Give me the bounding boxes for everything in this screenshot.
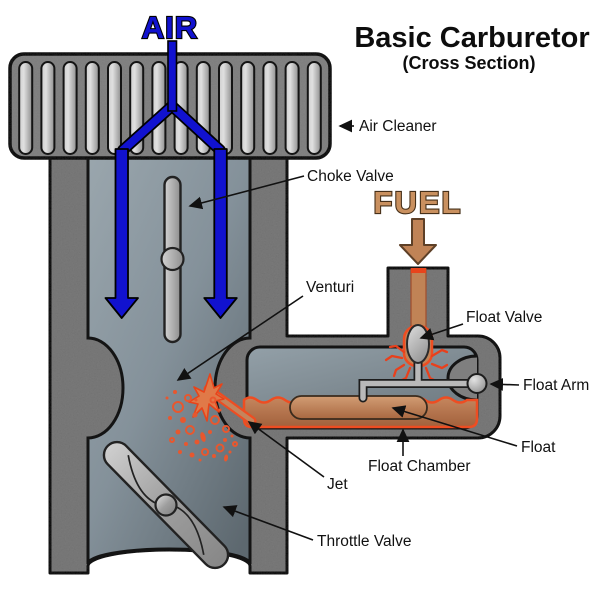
fuel-splash [188,373,225,422]
fuel-spray-droplets [165,390,238,462]
page-title: Basic Carburetor [354,22,589,54]
float-valve-label: Float Valve [466,309,542,326]
throttle-valve-leader [222,505,314,541]
page-subtitle: (Cross Section) [402,53,535,73]
callout-leaders [176,119,520,541]
jet-leader [247,421,325,478]
throttle-valve-label: Throttle Valve [317,533,411,550]
float-chamber [242,268,488,430]
air-flow-arrows [104,40,238,319]
choke-valve-label: Choke Valve [307,168,394,185]
float-arm-leader [489,378,520,391]
pivot-boss-outline [446,354,478,402]
float-label: Float [521,439,556,456]
float-chamber-label: Float Chamber [368,458,471,475]
fuel-arrow [399,218,437,265]
float-leader [391,405,518,447]
choke-valve [160,175,185,344]
air-cleaner-label: Air Cleaner [359,118,437,135]
float-arm-pivot [466,373,488,394]
air-cleaner-slots [18,61,322,155]
fuel-inlet-top [411,268,426,273]
venturi-leader [176,295,304,381]
callout-labels: Air Cleaner Choke Valve Venturi Float Va… [306,118,589,550]
choke-valve-leader [188,175,305,210]
float-valve-leader [419,323,464,341]
venturi-label: Venturi [306,279,354,296]
air-inlet-stem [167,40,178,112]
air-flow-label: AIR [142,10,198,45]
air-cleaner [8,52,332,160]
float-arm-label: Float Arm [523,377,589,394]
float [289,395,428,420]
jet-label: Jet [327,476,348,493]
jet-assembly [165,373,257,462]
air-arrow-left [104,148,139,319]
air-arrow-right [203,148,238,319]
float-arm [358,357,488,403]
throttle-valve [102,440,230,570]
float-valve [406,324,430,364]
fuel-flow-label: FUEL [374,185,463,220]
